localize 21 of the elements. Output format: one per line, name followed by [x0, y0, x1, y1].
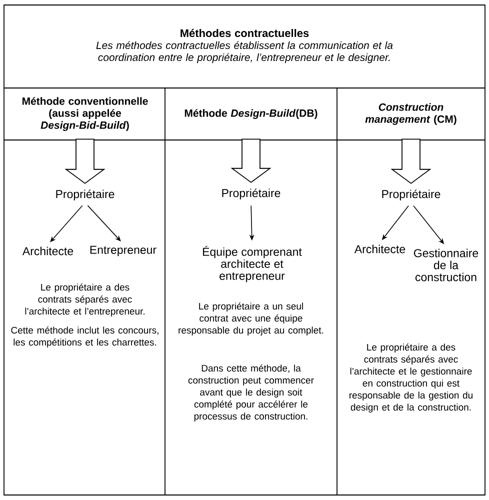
- role-label: Architecte: [22, 246, 74, 256]
- block-arrow: [64, 138, 106, 184]
- role-label: Propriétaire: [222, 188, 280, 200]
- column-header: Méthode Design-Build(DB): [184, 109, 318, 119]
- title-cell: Méthodes contractuelles Les méthodes contractuelles établissent la communication et la coordination entre le propriétaire, l’entrepreneur et le designer.: [96, 28, 393, 64]
- description-text: Le propriétaire a un seul contrat avec une équipe responsable du projet au complet.: [178, 302, 324, 336]
- arrow: [87, 205, 121, 242]
- column-header: Méthode conventionnelle (aussi appelée Design-Bid-Build): [22, 97, 148, 131]
- description-text: Le propriétaire a des contrats séparés avec l’architecte et l’entrepreneur.: [25, 284, 144, 316]
- role-label: Propriétaire: [56, 190, 114, 200]
- role-label: Équipe comprenant architecte et entrepreneur: [203, 246, 302, 282]
- description-text: Cette méthode inclut les concours, les compétitions et les charrettes.: [11, 326, 158, 348]
- role-label: Entrepreneur: [90, 246, 156, 256]
- block-arrow: [390, 138, 432, 184]
- description-text: Dans cette méthode, la construction peut commencer avant que le design soit complété pour accélérer le processus de construction.: [188, 364, 314, 422]
- role-label: Gestionnaire de la construction: [414, 248, 478, 282]
- column-header: Construction management (CM): [365, 103, 456, 125]
- description-text: Le propriétaire a des contrats séparés avec l’architecte et le gestionnaire en construction qui est responsable de la gestion du design et de la construction.: [350, 344, 472, 412]
- role-label: Architecte: [354, 244, 406, 254]
- role-label: Propriétaire: [382, 190, 440, 200]
- block-arrow: [230, 138, 272, 183]
